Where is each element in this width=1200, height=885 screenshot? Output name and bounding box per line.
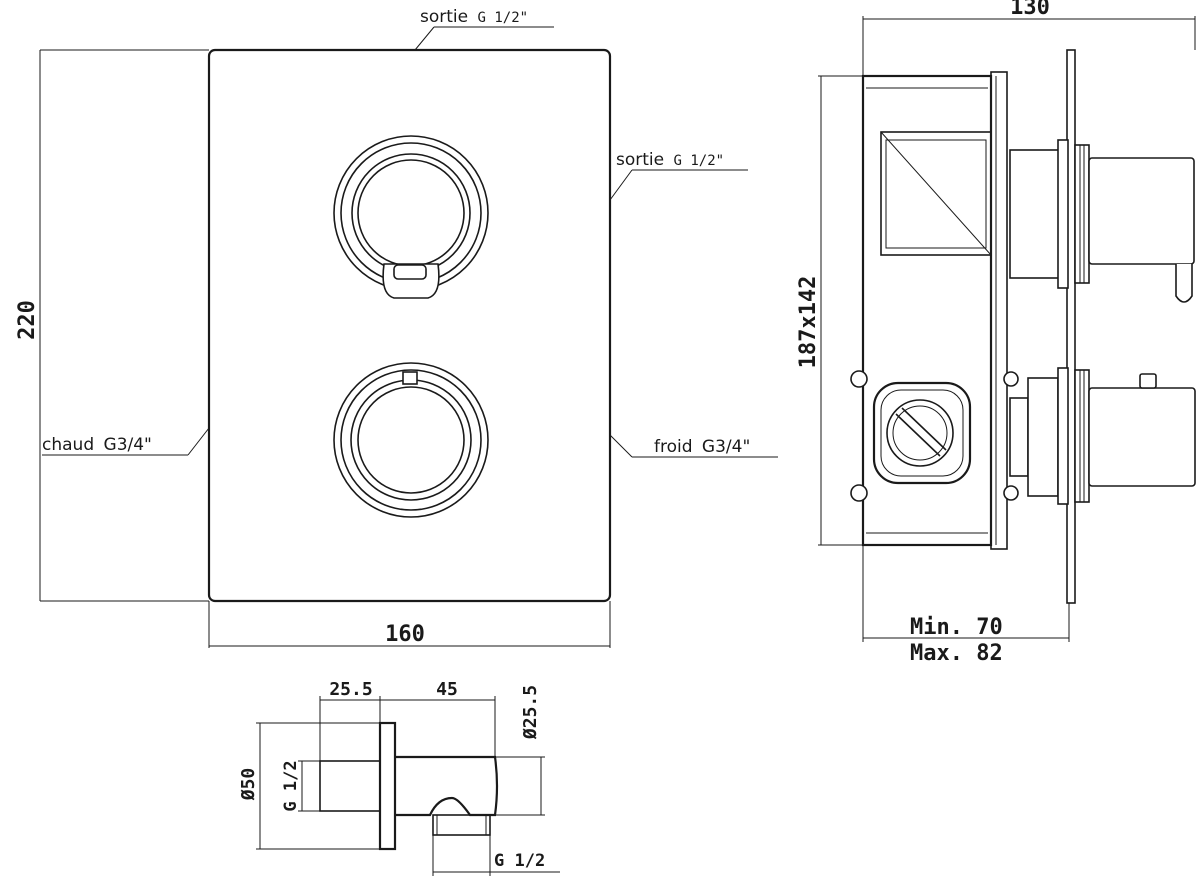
dim-outlet-dia-label: Ø25.5	[520, 685, 541, 740]
thread-inlet-label: G 1/2	[281, 760, 301, 811]
callout-outlet-top: sortie G 1/2"	[414, 7, 554, 51]
outlet-top-prefix: sortie	[420, 7, 468, 27]
dim-flange-dia-label: Ø50	[238, 768, 259, 802]
svg-text:sortie G 1/2": sortie G 1/2"	[616, 150, 724, 170]
dim-flange-label: 25.5	[329, 679, 372, 700]
front-view: 220 160 sortie G 1/2" sortie G 1/2"	[15, 7, 778, 648]
inlet-hot-prefix: chaud	[42, 435, 94, 455]
inlet-cold-thread: G3/4"	[702, 437, 750, 457]
dim-height-label: 220	[15, 300, 40, 340]
lower-valve-side	[1009, 367, 1196, 505]
front-plate	[207, 48, 612, 603]
outlet-right-prefix: sortie	[616, 150, 664, 170]
thread-outlet-label: G 1/2	[494, 851, 545, 871]
thermostat-handle	[333, 362, 489, 518]
outlet-top-thread: G 1/2"	[478, 10, 529, 26]
wall-plate	[1066, 49, 1076, 604]
dim-width-130: 130	[862, 0, 1196, 76]
dim-depth: Min. 70 Max. 82	[862, 545, 1070, 666]
cartridge-side	[872, 381, 972, 485]
dim-height-220: 220	[15, 49, 209, 602]
svg-text:sortie G 1/2": sortie G 1/2"	[420, 7, 528, 27]
inlet-hot-thread: G3/4"	[104, 435, 152, 455]
outlet-right-thread: G 1/2"	[674, 153, 725, 169]
elbow-flange	[378, 721, 397, 851]
dim-length-label: 45	[436, 679, 458, 700]
callout-inlet-hot: chaud G3/4"	[42, 427, 210, 456]
dim-130-label: 130	[1010, 0, 1050, 20]
dim-width-label: 160	[385, 622, 425, 647]
diverter-handle	[333, 135, 489, 299]
svg-text:froid G3/4": froid G3/4"	[654, 437, 750, 457]
dim-187-label: 187x142	[796, 276, 821, 369]
side-view: 130 187x142 Min. 70 Max. 82	[796, 0, 1196, 666]
dim-min-label: Min. 70	[910, 615, 1003, 640]
dim-height-187x142: 187x142	[796, 75, 863, 546]
upper-valve-side	[1009, 139, 1195, 303]
callout-inlet-cold: froid G3/4"	[609, 434, 778, 458]
elbow-view: 25.5 45 Ø25.5 Ø50 G 1/2 G 1/2	[238, 679, 560, 876]
svg-text:chaud G3/4": chaud G3/4"	[42, 435, 152, 455]
dim-width-160: 160	[208, 601, 611, 648]
dim-max-label: Max. 82	[910, 641, 1003, 666]
inlet-cold-prefix: froid	[654, 437, 693, 457]
callout-outlet-right: sortie G 1/2"	[609, 150, 748, 201]
